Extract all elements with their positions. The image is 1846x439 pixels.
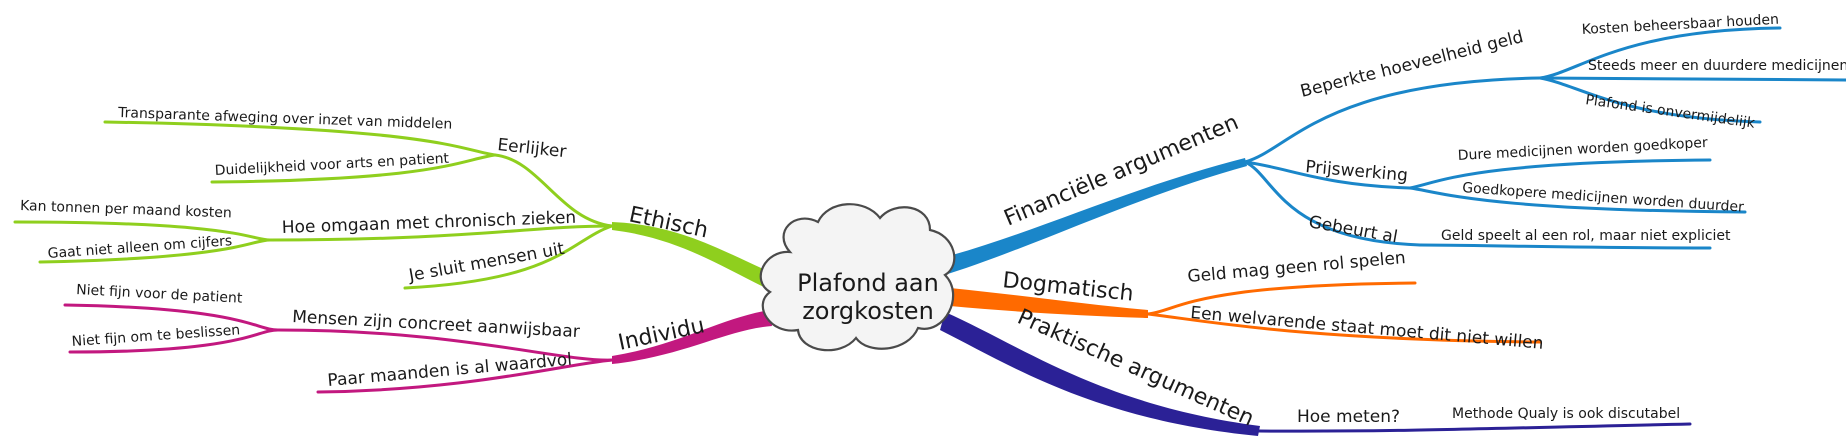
- connector-dogmatisch-main: [950, 288, 1148, 318]
- leaf-kan-tonnen: Kan tonnen per maand kosten: [20, 198, 232, 221]
- connector-individu-main: [612, 310, 772, 364]
- prijswerking-label: Prijswerking: [1305, 157, 1409, 186]
- leaf-kosten-beheersbaar: Kosten beheersbaar houden: [1581, 12, 1779, 38]
- branch-financieel: Financiële argumenten Beperkte hoeveelhe…: [925, 12, 1846, 280]
- hoe-meten-label: Hoe meten?: [1297, 407, 1400, 427]
- branch-individu: Individu Mensen zijn concreet aanwijsbaa…: [63, 282, 772, 394]
- leaf-methode-qualy: Methode Qualy is ook discutabel: [1452, 406, 1680, 422]
- leaf-niet-fijn-beslissen: Niet fijn om te beslissen: [71, 322, 241, 350]
- gebeurt-al-label: Gebeurt al: [1307, 212, 1399, 247]
- chronisch-label: Hoe omgaan met chronisch zieken: [281, 208, 576, 238]
- central-topic-line1: Plafond aan: [797, 269, 939, 297]
- concreet-label: Mensen zijn concreet aanwijsbaar: [292, 307, 581, 342]
- leaf-niet-fijn-patient: Niet fijn voor de patient: [76, 282, 243, 307]
- leaf-duidelijkheid: Duidelijkheid voor arts en patient: [214, 151, 450, 179]
- leaf-steeds-meer: Steeds meer en duurdere medicijnen: [1588, 58, 1846, 74]
- connector-ethisch-main: [612, 222, 770, 290]
- leaf-plafond-onvermijdelijk: Plafond is onvermijdelijk: [1584, 92, 1756, 132]
- branch-ethisch: Ethisch Eerlijker Transparante afweging …: [13, 105, 770, 290]
- leaf-geld-mag-geen-rol: Geld mag geen rol spelen: [1187, 248, 1407, 287]
- leaf-goedkopere-duurder: Goedkopere medicijnen worden duurder: [1462, 180, 1745, 216]
- leaf-welvarende-staat: Een welvarende staat moet dit niet wille…: [1190, 303, 1545, 354]
- connector-financieel-main: [925, 158, 1247, 280]
- connector-praktisch-main: [940, 312, 1260, 436]
- cloud-shape: [759, 203, 956, 352]
- central-topic-line2: zorgkosten: [802, 297, 934, 325]
- leaf-geld-speelt-rol: Geld speelt al een rol, maar niet explic…: [1441, 228, 1731, 244]
- central-topic[interactable]: Plafond aan zorgkosten: [759, 203, 956, 352]
